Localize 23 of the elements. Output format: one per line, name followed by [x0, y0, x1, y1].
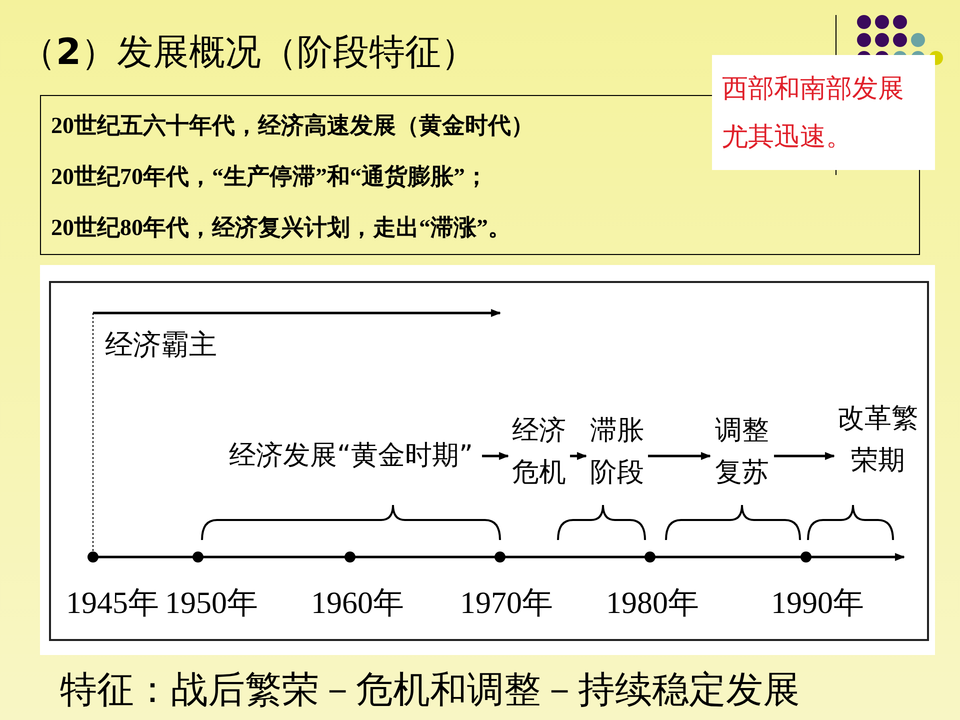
stage-label: 滞胀阶段 — [588, 410, 646, 502]
stage-label: 调整复苏 — [712, 410, 772, 502]
note-tooltip — [712, 55, 935, 170]
year-label: 1950年 — [165, 584, 258, 622]
year-label: 1970年 — [460, 584, 553, 622]
year-label: 1945年 — [66, 584, 159, 622]
text-line: 20世纪80年代，经济复兴计划，走出“滞涨”。 — [51, 214, 511, 242]
summary-text: 特征：战后繁荣－危机和调整－持续稳定发展 — [60, 667, 800, 713]
year-label: 1980年 — [606, 584, 699, 622]
stage-label: 经济危机 — [510, 410, 568, 502]
arrow — [648, 452, 711, 460]
year-label: 1990年 — [771, 584, 864, 622]
arrow — [774, 452, 835, 460]
arrow — [482, 452, 509, 460]
arrow — [570, 452, 587, 460]
title: （2）发展概况（阶段特征） — [20, 31, 478, 75]
text-line: 20世纪五六十年代，经济高速发展（黄金时代） — [51, 112, 534, 140]
stage-label: 经济霸主 — [105, 327, 217, 363]
stage-label: 改革繁荣期 — [836, 398, 920, 490]
year-label: 1960年 — [311, 584, 404, 622]
stage-label: 经济发展“黄金时期” — [222, 435, 480, 479]
text-line: 20世纪70年代，“生产停滞”和“通货膨胀”； — [51, 163, 488, 191]
note-text: 西部和南部发展尤其迅速。 — [722, 73, 905, 153]
